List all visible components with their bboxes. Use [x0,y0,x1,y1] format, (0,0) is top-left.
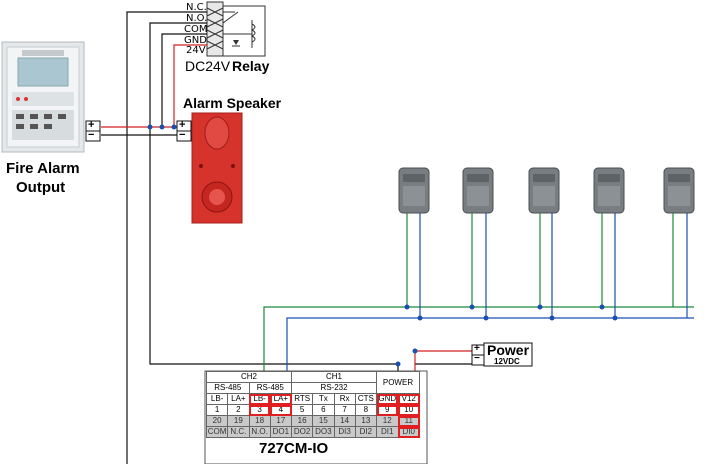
power-plus-sign: + [474,343,480,354]
card-reader-2 [462,167,494,214]
group-power: POWER [376,371,420,394]
bottom-number-cell: 19 [227,415,250,427]
signal-cell: LB- [205,393,229,405]
bottom-number-cell: 20 [205,415,229,427]
signal-cell: RTS [290,393,314,405]
relay-terminal-com: COM [184,24,208,35]
relay-terminal-nc: N.C. [186,2,207,13]
speaker-minus-sign: − [179,129,186,141]
controller-name: 727CM-IO [259,440,329,457]
bottom-number-cell: 16 [290,415,314,427]
signal-cell: LB- [248,393,271,405]
power-minus-sign: − [474,353,480,364]
bottom-label-cell: N.O. [248,426,271,438]
bottom-label-cell: DO3 [312,426,335,438]
subgroup-rs485-ch2b: RS-485 [248,382,292,394]
power-voltage: 12VDC [494,357,520,366]
power-terminal-block [471,342,533,367]
card-reader-5 [663,167,695,214]
card-reader-3 [528,167,560,214]
number-cell: 2 [227,404,250,416]
panel-plus-sign: + [88,119,95,131]
alarm-speaker-image [191,112,243,224]
signal-cell: LA+ [269,393,293,405]
bottom-label-cell: DI3 [333,426,356,438]
signal-cell: V12 [397,393,420,405]
fire-alarm-label-line2: Output [16,179,66,196]
number-cell: 1 [205,404,229,416]
number-cell: 7 [333,404,356,416]
relay-terminal-no: N.O. [186,13,208,24]
number-cell: 5 [290,404,314,416]
bottom-number-cell: 14 [333,415,356,427]
bottom-label-cell: DO2 [290,426,314,438]
alarm-speaker-label: Alarm Speaker [183,95,282,111]
panel-terminal-block [85,120,101,142]
power-title: Power [487,342,530,358]
bottom-label-cell: DO1 [269,426,293,438]
relay-title: Relay [232,58,270,74]
controller-terminal-table: CH2 CH1 POWER RS-485 RS-485 RS-232 LB- L… [205,371,420,438]
signal-cell: CTS [354,393,378,405]
relay-terminal-gnd: GND [184,35,207,46]
signal-cell: Tx [312,393,335,405]
fire-alarm-label-line1: Fire Alarm [6,160,80,177]
group-ch2: CH2 [206,371,292,383]
subgroup-rs232: RS-232 [291,382,377,394]
group-ch1: CH1 [291,371,377,383]
bottom-number-cell: 13 [354,415,378,427]
bottom-label-cell: COM [205,426,229,438]
card-reader-1 [398,167,430,214]
junction-dots [147,124,618,367]
subgroup-rs485-ch2: RS-485 [206,382,250,394]
relay-caption: DC24V [185,58,231,74]
fire-alarm-panel-image [1,41,85,153]
card-reader-4 [593,167,625,214]
bottom-number-cell: 15 [312,415,335,427]
bottom-number-cell: 17 [269,415,293,427]
blue-wires [286,213,694,396]
bottom-number-cell: 18 [248,415,271,427]
number-cell: 10 [397,404,420,416]
bottom-number-cell: 11 [397,415,420,427]
bottom-label-cell: DI1 [376,426,399,438]
speaker-terminal-block [176,120,192,142]
relay-module [206,1,266,57]
number-cell: 8 [354,404,378,416]
bottom-label-cell: DI0 [397,426,420,438]
bottom-label-cell: DI2 [354,426,378,438]
number-cell: 6 [312,404,335,416]
number-cell: 4 [269,404,293,416]
signal-cell: LA+ [227,393,250,405]
number-cell: 9 [376,404,399,416]
signal-cell: Rx [333,393,356,405]
relay-terminal-24v: 24V [186,45,206,56]
bottom-label-cell: N.C. [227,426,250,438]
signal-cell: GND [376,393,399,405]
panel-minus-sign: − [88,129,95,141]
number-cell: 3 [248,404,271,416]
bottom-number-cell: 12 [376,415,399,427]
speaker-plus-sign: + [179,119,186,131]
green-wires [263,213,694,396]
